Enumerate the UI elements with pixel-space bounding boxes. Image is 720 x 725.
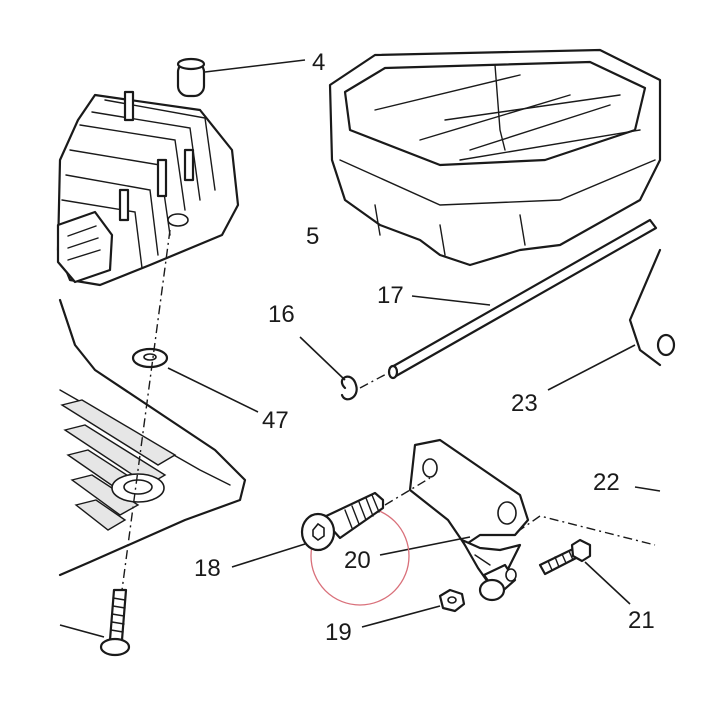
assembly-axis-bolt — [384, 477, 431, 506]
part-23-bracket[interactable] — [547, 248, 676, 391]
assembly-axis-left — [117, 229, 171, 621]
callout-17: 17 — [377, 282, 404, 309]
mounting-tray[interactable] — [58, 298, 247, 577]
assembly-axis-right — [516, 515, 656, 546]
part-22-leader — [634, 486, 661, 492]
callout-23: 23 — [511, 390, 538, 417]
callout-22: 22 — [593, 469, 620, 496]
callout-5: 5 — [306, 223, 319, 250]
callout-19: 19 — [325, 619, 352, 646]
part-21-screw[interactable] — [538, 538, 631, 605]
part-18-bolt[interactable] — [231, 491, 385, 568]
callout-18: 18 — [194, 555, 221, 582]
part-20-plate[interactable] — [379, 438, 530, 602]
part-4-pin[interactable] — [176, 57, 306, 98]
part-16-clip[interactable] — [299, 336, 391, 401]
callout-20: 20 — [344, 547, 371, 574]
callout-21: 21 — [628, 607, 655, 634]
callout-16: 16 — [268, 301, 295, 328]
callout-47: 47 — [262, 407, 289, 434]
callout-4: 4 — [312, 49, 325, 76]
part-47-washer[interactable] — [131, 347, 259, 413]
part-19-nut[interactable] — [361, 588, 466, 628]
part-5-regulator[interactable] — [56, 90, 240, 287]
battery-box[interactable] — [328, 48, 662, 267]
long-screw[interactable] — [59, 588, 131, 657]
